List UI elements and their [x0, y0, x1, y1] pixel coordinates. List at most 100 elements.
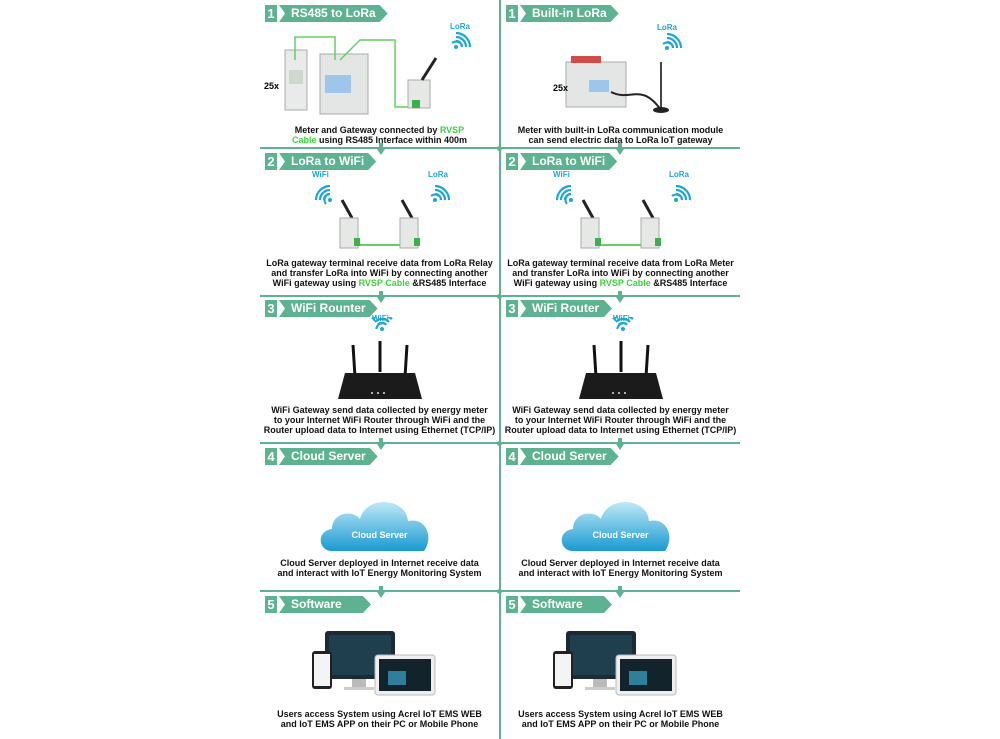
signal-label-lora: LoRa [657, 23, 677, 32]
caption-text: Cloud Server deployed in Internet receiv… [521, 558, 720, 568]
cloud-illustration: Cloud Server [501, 465, 740, 565]
caption-text: LoRa gateway terminal receive data from … [507, 258, 734, 268]
step-number: 5 [506, 596, 518, 613]
caption-line: Cloud Server deployed in Internet receiv… [501, 558, 740, 568]
caption-text: and interact with IoT Energy Monitoring … [277, 568, 482, 578]
signal-waves-icon [662, 32, 683, 50]
arrow-tip [616, 592, 624, 598]
gateway-device [580, 199, 601, 249]
step-title: LoRa to WiFi [279, 153, 376, 170]
signal-label-lora: LoRa [450, 22, 470, 31]
caption-text: LoRa gateway terminal receive data from … [266, 258, 493, 268]
software-illustration [501, 613, 740, 713]
arrow-stem [618, 586, 622, 592]
step-caption: LoRa gateway terminal receive data from … [260, 258, 499, 288]
tablet-device [615, 654, 677, 696]
step-number: 2 [265, 153, 277, 170]
caption-line: and interact with IoT Energy Monitoring … [501, 568, 740, 578]
caption-line: and interact with IoT Energy Monitoring … [260, 568, 499, 578]
caption-text: Router upload data to Internet using Eth… [263, 425, 496, 435]
caption-line: to your Internet WiFi Router through WiF… [501, 415, 740, 425]
caption-line: WiFi gateway using RVSP Cable &RS485 Int… [501, 278, 740, 288]
builtin-illustration: 25x LoRa [501, 22, 740, 122]
highlight-text: RVSP [439, 125, 465, 135]
flow-arrow-down-icon [377, 291, 385, 303]
router-illustration: WiFi [260, 313, 499, 417]
caption-text: WiFi Gateway send data collected by ener… [271, 405, 488, 415]
caption-line: can send electric data to LoRa IoT gatew… [501, 135, 740, 145]
gateway-device [640, 199, 661, 249]
caption-text: to your Internet WiFi Router through WiF… [514, 415, 727, 425]
quantity-label: 25x [553, 83, 569, 93]
flow-arrow-down-icon [377, 143, 385, 155]
arrow-tip [616, 149, 624, 155]
signal-label-wifi: WiFi [372, 314, 389, 323]
step-number: 3 [506, 300, 518, 317]
gateway-device [339, 199, 360, 249]
column-divider [499, 0, 501, 739]
caption-text: Router upload data to Internet using Eth… [504, 425, 737, 435]
caption-line: and IoT EMS APP on their PC or Mobile Ph… [260, 719, 499, 729]
caption-line: Users access System using Acrel IoT EMS … [501, 709, 740, 719]
arrow-stem [379, 143, 383, 149]
gateway-device [399, 199, 420, 249]
step-caption: LoRa gateway terminal receive data from … [501, 258, 740, 288]
caption-text: &RS485 Interface [650, 278, 728, 288]
quantity-label: 25x [264, 81, 280, 91]
cloud-illustration: Cloud Server [260, 465, 499, 565]
arrow-tip [377, 149, 385, 155]
caption-line: and IoT EMS APP on their PC or Mobile Ph… [501, 719, 740, 729]
arrow-stem [379, 438, 383, 444]
step-number: 3 [265, 300, 277, 317]
caption-text: &RS485 Interface [409, 278, 487, 288]
caption-line: and transfer LoRa into WiFi by connectin… [260, 268, 499, 278]
caption-line: Cloud Server deployed in Internet receiv… [260, 558, 499, 568]
flow-arrow-down-icon [377, 586, 385, 598]
flow-arrow-down-icon [377, 438, 385, 450]
wifi-router [579, 341, 663, 399]
software-illustration [260, 613, 499, 713]
arrow-stem [618, 438, 622, 444]
arrow-stem [379, 586, 383, 592]
caption-line: WiFi gateway using RVSP Cable &RS485 Int… [260, 278, 499, 288]
step-caption: Cloud Server deployed in Internet receiv… [260, 558, 499, 578]
step-title: Software [279, 596, 371, 613]
signal-label-lora: LoRa [669, 170, 689, 179]
wifi-router [338, 341, 422, 399]
caption-line: to your Internet WiFi Router through WiF… [260, 415, 499, 425]
phone-device [312, 651, 332, 689]
arrow-stem [379, 291, 383, 297]
arrow-tip [377, 444, 385, 450]
step-title: WiFi Router [520, 300, 612, 317]
caption-text: and transfer LoRa into WiFi by connectin… [271, 268, 488, 278]
arrow-tip [616, 297, 624, 303]
highlight-text: RVSP Cable [358, 278, 410, 288]
caption-text: and IoT EMS APP on their PC or Mobile Ph… [521, 719, 720, 729]
step-caption: WiFi Gateway send data collected by ener… [260, 405, 499, 435]
caption-text: WiFi gateway using [272, 278, 359, 288]
arrow-tip [616, 444, 624, 450]
signal-waves-icon [314, 184, 332, 205]
caption-line: WiFi Gateway send data collected by ener… [501, 405, 740, 415]
flow-arrow-down-icon [616, 586, 624, 598]
caption-line: Meter with built-in LoRa communication m… [501, 125, 740, 135]
caption-text: Cloud Server deployed in Internet receiv… [280, 558, 479, 568]
step-title: Software [520, 596, 612, 613]
step-caption: Meter with built-in LoRa communication m… [501, 125, 740, 145]
cloud-label: Cloud Server [351, 530, 408, 540]
